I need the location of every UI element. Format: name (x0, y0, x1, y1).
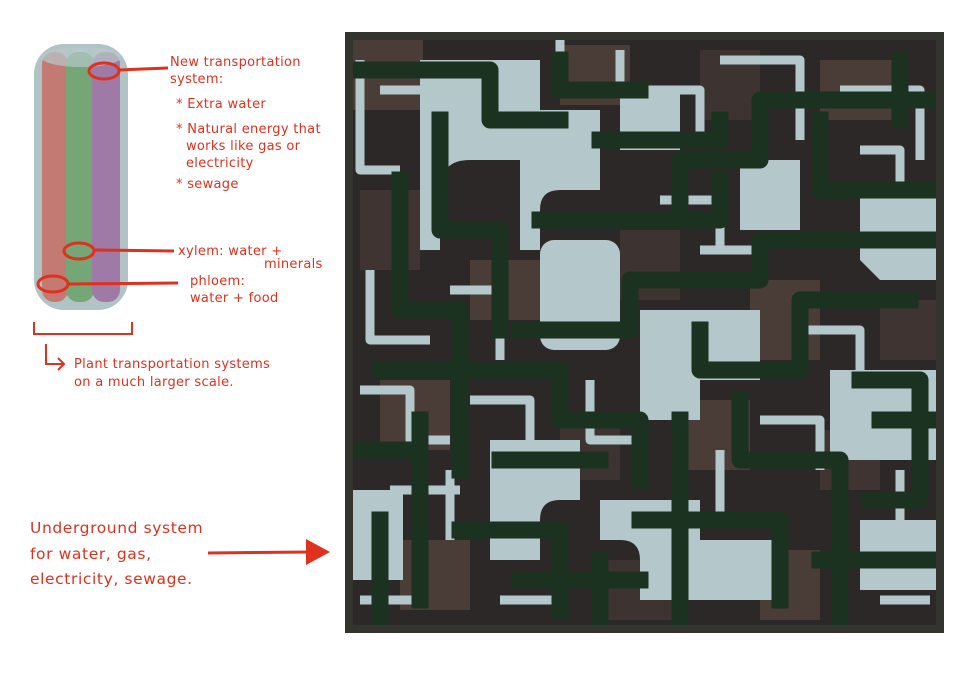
underground-arrow-head (306, 539, 330, 565)
scale-bracket (33, 322, 133, 335)
bullet-sewage: * sewage (176, 177, 239, 192)
underground-label: Underground system (30, 519, 204, 537)
xylem-label: xylem: water + (178, 244, 283, 259)
xylem-label-2: minerals (264, 257, 323, 272)
bullet-natural-energy-2: works like gas or (186, 139, 301, 154)
underground-grid (353, 40, 936, 625)
bullet-natural-energy: * Natural energy that (176, 122, 321, 137)
new-system-strand (92, 52, 120, 302)
new-system-marker (87, 61, 121, 81)
scale-note: Plant transportation systems (74, 357, 271, 372)
new-system-leader (118, 66, 169, 72)
callouts (33, 61, 313, 555)
bullet-extra-water: * Extra water (176, 97, 267, 112)
underground-label-2: for water, gas, (30, 545, 152, 563)
xylem-strand (66, 52, 94, 302)
underground-label-3: electricity, sewage. (30, 570, 193, 588)
new-system-title: New transportation (170, 55, 301, 70)
scale-arrow (45, 344, 66, 371)
phloem-leader (67, 281, 179, 286)
phloem-label-2: water + food (190, 291, 279, 306)
new-system-title-2: system: (170, 72, 224, 87)
phloem-strand (42, 52, 68, 302)
xylem-leader (93, 248, 175, 253)
underground-arrow-line (207, 550, 313, 555)
bullet-natural-energy-3: electricity (186, 156, 254, 171)
main-pipes (353, 51, 936, 625)
scale-note-2: on a much larger scale. (74, 375, 234, 390)
plant-tube (34, 44, 128, 310)
phloem-label: phloem: (190, 274, 246, 289)
